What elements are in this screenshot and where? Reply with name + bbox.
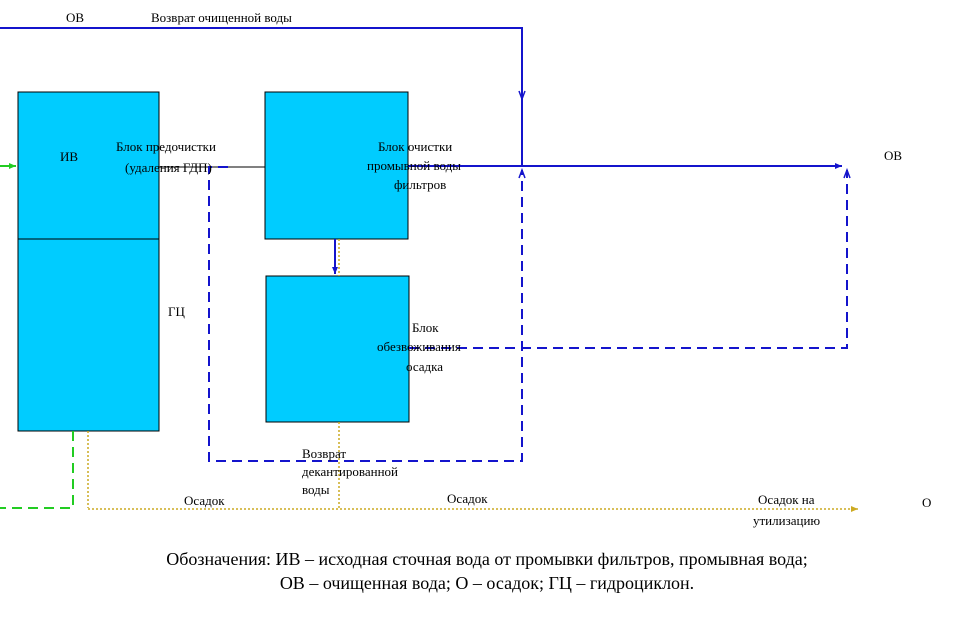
legend-caption-line-2: ОВ – очищенная вода; О – осадок; ГЦ – ги… <box>280 573 694 593</box>
decant-label-1: Возврат <box>302 446 346 461</box>
return-arrow-down <box>518 90 526 102</box>
sludge-util-label-2: утилизацию <box>753 513 820 528</box>
ov-right-label: ОВ <box>884 148 902 163</box>
dewater-label-1: Блок <box>412 320 439 335</box>
wash-label-3: фильтров <box>394 177 446 192</box>
dewater-water-loop <box>409 170 848 349</box>
sludge-label-1: Осадок <box>184 493 225 508</box>
dewater-label-3: осадка <box>406 359 443 374</box>
dewater-arrow-up <box>843 167 851 179</box>
sludge-util-label-1: Осадок на <box>758 492 815 507</box>
iv-gc-block <box>17 91 160 432</box>
gc-label: ГЦ <box>168 304 186 319</box>
o-right-label: О <box>922 495 931 510</box>
gc-underflow-return <box>0 431 74 509</box>
legend-caption-line-1: Обозначения: ИВ – исходная сточная вода … <box>166 549 807 569</box>
prefilter-label-2: (удаления ГДП) <box>125 160 212 175</box>
prefilter-label-1: Блок предочистки <box>116 139 216 154</box>
ov-top-label: ОВ <box>66 10 84 25</box>
return-clean-water-line <box>0 27 523 167</box>
iv-label: ИВ <box>60 149 78 164</box>
dewatering-block <box>265 275 410 423</box>
decant-label-3: воды <box>302 482 330 497</box>
return-clean-label: Возврат очищенной воды <box>151 10 292 25</box>
decant-label-2: декантированной <box>302 464 398 479</box>
sludge-label-2: Осадок <box>447 491 488 506</box>
wash-label-1: Блок очистки <box>378 139 452 154</box>
wash-water-block <box>264 91 409 240</box>
dewater-label-2: обезвоживания <box>377 339 461 354</box>
decant-arrow-up <box>518 167 526 179</box>
decanted-water-loop <box>208 166 523 462</box>
wash-label-2: промывной воды <box>367 158 461 173</box>
